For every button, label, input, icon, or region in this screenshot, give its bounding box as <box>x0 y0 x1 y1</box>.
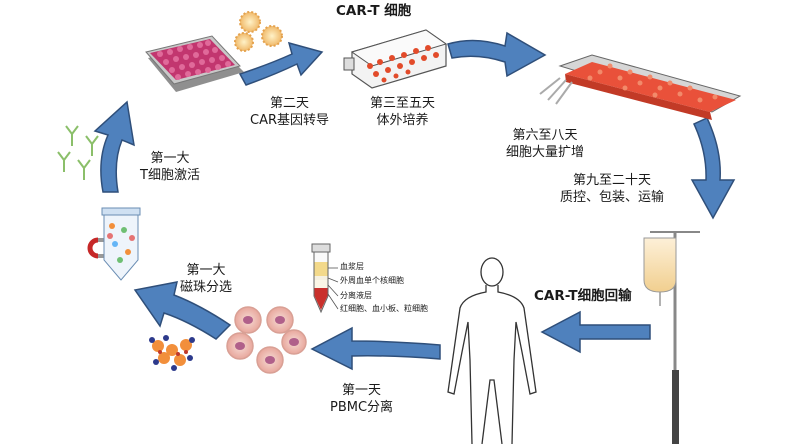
patient-silhouette <box>447 257 537 444</box>
label-day2-transduction: 第二天 CAR基因转导 <box>250 95 329 129</box>
arrow-day2-to-culture <box>238 41 324 86</box>
arrow-pbmc-to-beads <box>133 281 232 340</box>
tube-layer-pbmc: 外周血单个核细胞 <box>340 276 404 285</box>
arrow-infusion-to-patient <box>540 310 651 354</box>
label-cart-cells: CAR-T 细胞 <box>336 3 412 19</box>
ficoll-tube-illustration <box>311 243 339 314</box>
infusion-stand-illustration <box>643 231 700 444</box>
label-day1-t-activation-line2: T细胞激活 <box>140 168 200 183</box>
pbmc-cells-illustration <box>226 306 307 374</box>
label-magnetic-beads: 第一大 磁珠分选 <box>180 262 232 296</box>
label-day9-20-qc-line1: 第九至二十天 <box>573 173 652 188</box>
label-pbmc-separation-line2: PBMC分离 <box>330 400 394 415</box>
label-day3-5-culture: 第三至五天 体外培养 <box>370 95 435 129</box>
arrow-beads-to-activation <box>93 100 135 193</box>
tube-layer-rbc: 红细胞、血小板、粒细胞 <box>340 304 428 313</box>
arrow-patient-to-pbmc <box>310 326 441 371</box>
label-day9-20-qc-line2: 质控、包装、运输 <box>560 190 665 205</box>
label-magnetic-beads-line1: 第一大 <box>186 263 226 278</box>
label-infusion: CAR-T细胞回输 <box>534 288 632 304</box>
label-day3-5-culture-line1: 第三至五天 <box>370 96 436 111</box>
arrow-culture-to-expansion <box>447 31 547 78</box>
label-pbmc-separation-line1: 第一天 <box>342 383 382 398</box>
label-day6-8-expansion-line1: 第六至八天 <box>512 128 578 143</box>
label-day6-8-expansion: 第六至八天 细胞大量扩增 <box>506 127 584 161</box>
culture-flask-illustration <box>343 29 448 89</box>
label-day1-t-activation-line1: 第一大 <box>150 151 190 166</box>
tube-layer-separation-medium: 分离液层 <box>340 291 372 300</box>
magnetic-bead-cluster <box>149 335 195 371</box>
arrow-expansion-to-qc <box>690 117 736 220</box>
tube-layer-plasma: 血浆层 <box>340 262 364 271</box>
label-pbmc-separation: 第一天 PBMC分离 <box>330 382 393 416</box>
label-day2-transduction-line1: 第二天 <box>270 96 310 111</box>
label-day6-8-expansion-line2: 细胞大量扩增 <box>506 145 585 160</box>
label-magnetic-beads-line2: 磁珠分选 <box>180 280 233 295</box>
viral-vector-particles <box>234 11 283 52</box>
label-day9-20-qc: 第九至二十天 质控、包装、运输 <box>560 172 664 206</box>
label-day3-5-culture-line2: 体外培养 <box>376 113 429 128</box>
magnet-separation-illustration <box>87 207 141 281</box>
label-day1-t-activation: 第一大 T细胞激活 <box>140 150 200 184</box>
expansion-bag-illustration <box>539 54 742 120</box>
antibody-illustration <box>57 125 99 180</box>
well-plate-illustration <box>145 35 244 92</box>
label-day2-transduction-line2: CAR基因转导 <box>250 113 330 128</box>
